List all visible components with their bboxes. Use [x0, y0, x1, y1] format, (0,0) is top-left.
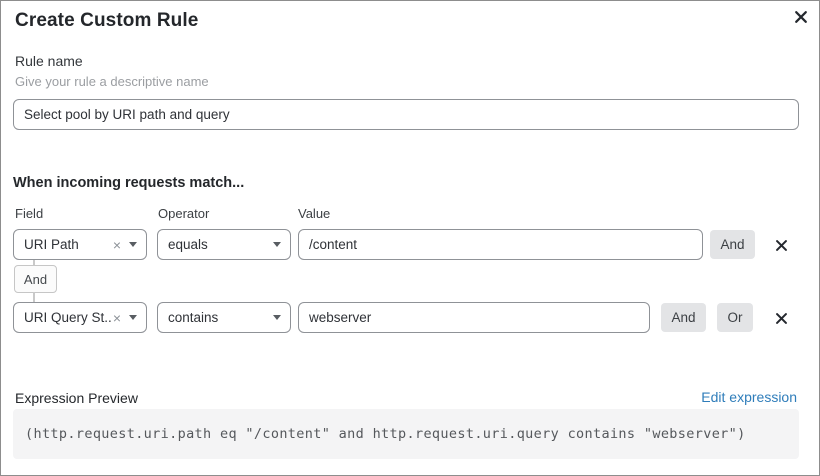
expression-preview-box: (http.request.uri.path eq "/content" and…: [13, 409, 799, 459]
expression-preview-label: Expression Preview: [15, 390, 138, 406]
field-column-label: Field: [15, 206, 44, 221]
operator-select-row2-value: contains: [168, 310, 219, 325]
chevron-down-icon: [129, 242, 137, 247]
add-or-condition-button-row2[interactable]: Or: [717, 303, 753, 332]
value-input-row1[interactable]: [298, 229, 703, 260]
expression-code: (http.request.uri.path eq "/content" and…: [25, 426, 746, 442]
connector-and-badge[interactable]: And: [14, 265, 57, 293]
remove-condition-icon: [775, 239, 787, 251]
remove-condition-icon: [775, 312, 787, 324]
rule-name-label: Rule name: [15, 53, 83, 69]
operator-select-row1[interactable]: equals: [157, 229, 291, 260]
dialog-title: Create Custom Rule: [15, 10, 199, 31]
connector-line-top: [33, 260, 35, 267]
field-select-row1-value: URI Path: [24, 237, 79, 252]
add-and-condition-button-row2[interactable]: And: [661, 303, 706, 332]
operator-select-row1-value: equals: [168, 237, 208, 252]
edit-expression-link[interactable]: Edit expression: [701, 389, 797, 405]
add-and-condition-button-row1[interactable]: And: [710, 230, 755, 259]
connector-line-bottom: [33, 292, 35, 302]
close-icon: [795, 11, 807, 23]
clear-field-icon[interactable]: ×: [112, 236, 121, 253]
chevron-down-icon: [273, 242, 281, 247]
chevron-down-icon: [129, 315, 137, 320]
rule-name-helper-text: Give your rule a descriptive name: [15, 74, 209, 89]
operator-column-label: Operator: [158, 206, 210, 221]
field-select-row1[interactable]: URI Path ×: [13, 229, 147, 260]
close-dialog-button[interactable]: [790, 6, 812, 28]
clear-field-icon[interactable]: ×: [112, 309, 121, 326]
chevron-down-icon: [273, 315, 281, 320]
value-input-row2[interactable]: [298, 302, 650, 333]
field-select-row2-value: URI Query St...: [24, 310, 113, 325]
match-heading: When incoming requests match...: [13, 175, 245, 191]
value-column-label: Value: [298, 206, 331, 221]
operator-select-row2[interactable]: contains: [157, 302, 291, 333]
remove-condition-button-row1[interactable]: [771, 235, 791, 255]
remove-condition-button-row2[interactable]: [771, 308, 791, 328]
rule-name-input[interactable]: [13, 99, 799, 130]
field-select-row2[interactable]: URI Query St... ×: [13, 302, 147, 333]
